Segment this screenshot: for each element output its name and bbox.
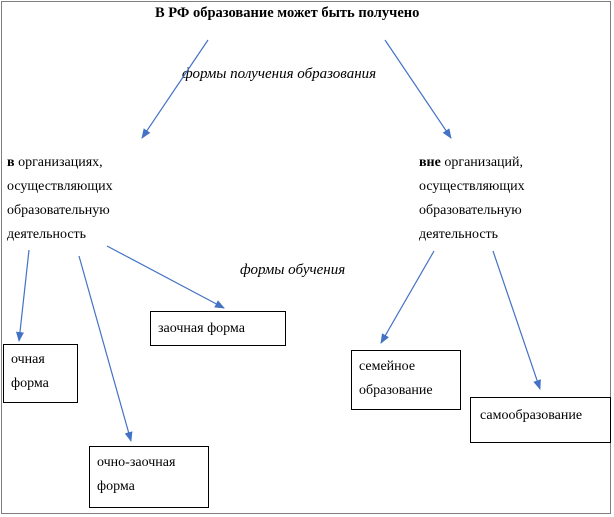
full-time-line2: форма [11,376,49,391]
full-part-time-line1: очно-заочная [97,455,176,470]
family-line1: семейное [359,359,416,374]
full-part-time-line2: форма [97,479,135,494]
arrow-to-self [492,250,541,390]
family-education-box: семейное образование [351,350,461,410]
family-line2: образование [359,383,433,398]
forms-of-obtaining-label: формы получения образования [182,66,377,82]
in-organizations-node: в организациях, осуществляющих образоват… [7,151,113,247]
in-org-line4: деятельность [7,227,87,242]
arrow-to-full-part-time [78,255,133,442]
arrow-title-to-outside-org [384,39,452,139]
outside-org-bold: вне [419,155,441,170]
in-org-line3: образовательную [7,203,110,218]
arrow-to-correspondence [106,245,225,309]
outside-org-line3: образовательную [419,203,522,218]
in-org-bold: в [7,155,15,170]
diagram-title: В РФ образование может быть получено [155,5,420,21]
full-time-form-box: очная форма [3,344,78,403]
outside-organizations-node: вне организаций, осуществляющих образова… [419,151,525,247]
forms-of-study-label: формы обучения [240,262,346,278]
outside-org-line2: осуществляющих [419,179,525,194]
correspondence-line1: заочная форма [158,321,245,336]
arrow-to-full-time [16,249,30,342]
in-org-line1: организациях, [14,155,103,170]
outside-org-line1: организаций, [440,155,524,170]
in-org-line2: осуществляющих [7,179,113,194]
outside-org-line4: деятельность [419,227,499,242]
full-part-time-form-box: очно-заочная форма [89,446,209,508]
self-education-box: самообразование [470,397,611,443]
arrow-to-family [380,250,435,344]
self-line1: самообразование [480,408,583,423]
correspondence-form-box: заочная форма [150,311,286,346]
arrow-title-to-in-org [141,39,209,139]
full-time-line1: очная [11,352,45,367]
